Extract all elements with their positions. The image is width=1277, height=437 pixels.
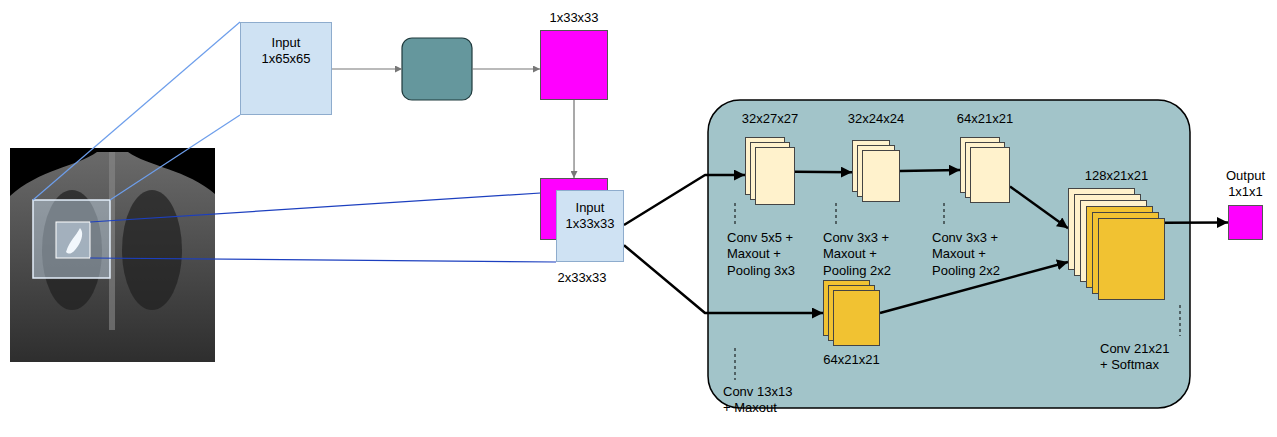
layer-caption: Conv 3x3 + Maxout + Pooling 2x2 — [932, 230, 1008, 279]
feature-map-stack: 128x21x21 — [1068, 188, 1165, 300]
processing-block — [402, 38, 472, 100]
flow-arrow — [332, 68, 402, 69]
input-label: Input 1x65x65 — [258, 35, 314, 68]
input-box: Input 1x65x65 — [240, 22, 332, 115]
dimension-label: 32x24x24 — [848, 111, 904, 127]
stack-shape — [960, 137, 1010, 203]
dimension-label: 2x33x33 — [557, 270, 606, 286]
leader-line — [735, 348, 736, 380]
leader-line — [944, 203, 945, 226]
flow-arrow — [1165, 221, 1228, 224]
feature-map-square — [756, 148, 795, 205]
label-holder: Conv 21x21 + Softmax — [1100, 341, 1176, 374]
label-holder: 32x27x27 — [742, 111, 798, 127]
stack-shape — [823, 280, 880, 346]
projection-line — [33, 22, 240, 200]
dimension-label: 32x27x27 — [742, 111, 798, 127]
leader-line — [836, 203, 837, 226]
dimension-label: 128x21x21 — [1085, 168, 1149, 184]
label-holder: Conv 13x13 + Maxout — [723, 384, 799, 417]
feature-map-square — [834, 291, 880, 346]
layer-caption: Conv 5x5 + Maxout + Pooling 3x3 — [727, 230, 803, 279]
label-holder: Conv 3x3 + Maxout + Pooling 2x2 — [932, 230, 1008, 279]
patch-outline — [33, 200, 110, 278]
projection-line — [90, 192, 556, 222]
layer-caption: Conv 13x13 + Maxout — [723, 384, 799, 417]
dimension-label: 64x21x21 — [823, 352, 879, 368]
layer-caption: Conv 21x21 + Softmax — [1100, 341, 1176, 374]
input-label: Input 1x33x33 — [562, 200, 618, 233]
feature-map-stack: 64x21x21 — [960, 137, 1010, 203]
leader-line — [735, 203, 736, 226]
leader-line — [1180, 305, 1181, 336]
output-label: Output 1x1x1 — [1221, 168, 1271, 201]
label-holder: Conv 3x3 + Maxout + Pooling 2x2 — [823, 230, 899, 279]
projection-line — [110, 115, 240, 200]
xray-lung — [122, 190, 182, 310]
flow-arrow — [624, 175, 745, 225]
feature-map-square — [971, 148, 1010, 203]
input-stack: Input 1x33x332x33x33 — [540, 178, 624, 262]
label-holder: Output 1x1x1 — [1221, 168, 1271, 201]
flow-arrow — [900, 170, 960, 171]
flow-arrow — [573, 100, 574, 178]
label-holder: Conv 5x5 + Maxout + Pooling 3x3 — [727, 230, 803, 279]
stack-shape — [1068, 188, 1165, 300]
stack-shape — [852, 140, 900, 202]
label-holder: 64x21x21 — [957, 111, 1013, 127]
input-box: Input 1x33x33 — [556, 190, 624, 262]
dimension-label: 1x33x33 — [549, 10, 598, 26]
feature-map-stack: 32x24x24 — [852, 140, 900, 202]
output-box: Output 1x1x1 — [1228, 205, 1263, 240]
stack-shape — [745, 137, 795, 205]
flow-arrow — [1010, 187, 1068, 229]
flow-arrow — [795, 170, 852, 173]
label-holder: 1x33x33 — [549, 10, 598, 26]
label-holder: 2x33x33 — [557, 270, 606, 286]
feature-map-square — [863, 151, 900, 202]
feature-map-stack: 64x21x21 — [823, 280, 880, 346]
feature-map-stack: 32x27x27 — [745, 137, 795, 205]
dimension-label: 64x21x21 — [957, 111, 1013, 127]
feature-map: 1x33x33 — [540, 30, 608, 100]
network-panel — [708, 100, 1190, 408]
xray-torso — [10, 152, 215, 362]
xray-organ — [66, 228, 82, 254]
flow-arrow — [624, 245, 823, 313]
xray-image — [10, 148, 215, 362]
projection-line — [90, 258, 556, 262]
label-holder: 128x21x21 — [1085, 168, 1149, 184]
patch-outline — [56, 222, 90, 258]
layer-caption: Conv 3x3 + Maxout + Pooling 2x2 — [823, 230, 899, 279]
label-holder: 64x21x21 — [823, 352, 879, 368]
flow-arrow — [472, 68, 540, 69]
label-holder: 32x24x24 — [848, 111, 904, 127]
feature-map-square — [1099, 219, 1165, 300]
